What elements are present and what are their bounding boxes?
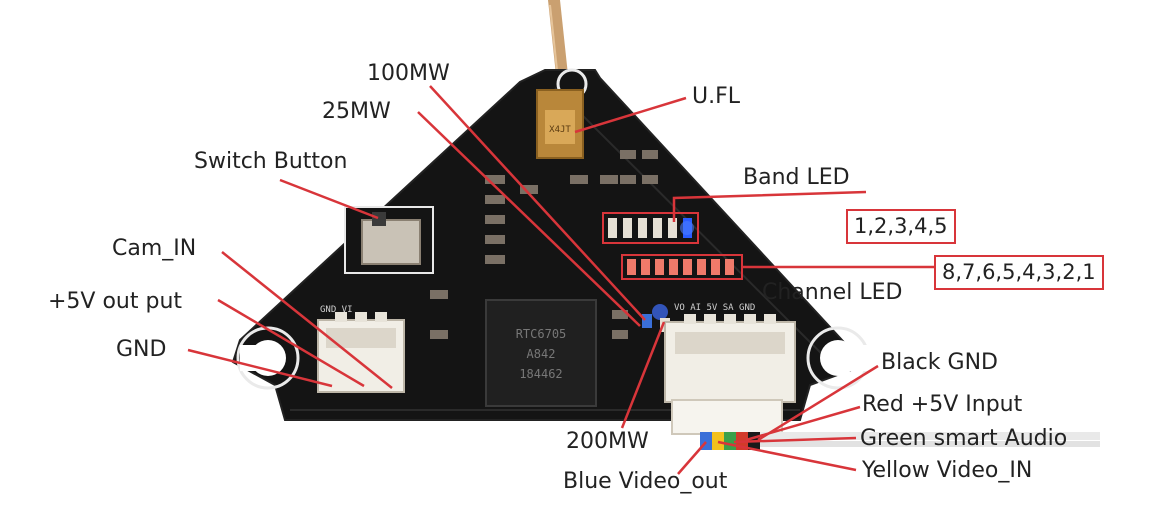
leader-cam-in: [221, 251, 393, 389]
power-video-connector: VO AI 5V SA GND: [664, 303, 796, 435]
left-pin-labels: GND VI: [320, 305, 353, 315]
mounting-hole-right: [806, 326, 870, 390]
ufl-connector: X4JT: [536, 89, 584, 159]
leader-band-led: [672, 190, 867, 222]
label-green-audio: Green smart Audio: [860, 426, 1068, 451]
leader-lines: [187, 85, 936, 475]
band-led-group-box: [602, 212, 699, 244]
label-25mw: 25MW: [322, 99, 391, 124]
chip-text-2: A842: [527, 347, 556, 361]
chip-text-3: 184462: [519, 367, 562, 381]
label-blue-video: Blue Video_out: [563, 469, 728, 494]
label-band-led: Band LED: [743, 165, 850, 190]
smd-components: [430, 150, 658, 339]
channel-led-array: [621, 254, 743, 280]
leader-switch: [279, 178, 379, 220]
leader-yellow-video: [717, 440, 857, 472]
leader-green-audio: [733, 436, 857, 444]
leader-5v-out: [217, 298, 365, 388]
band-values-box: 1,2,3,4,5: [846, 209, 956, 244]
leader-100mw: [429, 85, 646, 321]
leader-200mw: [620, 321, 666, 429]
leader-gnd: [187, 348, 333, 388]
leader-red-5v: [745, 405, 861, 442]
label-red-5v: Red +5V Input: [862, 392, 1023, 417]
label-cam-in: Cam_IN: [112, 236, 197, 261]
leader-blue-video: [677, 441, 707, 475]
chip-text-1: RTC6705: [516, 327, 567, 341]
rtc6705-chip: RTC6705 A842 184462: [485, 299, 597, 407]
cam-in-connector: GND VI: [317, 305, 405, 393]
antenna-cable: [548, 0, 568, 75]
label-yellow-video: Yellow Video_IN: [862, 458, 1033, 483]
leader-black-gnd: [757, 364, 879, 442]
label-channel-led: Channel LED: [762, 280, 903, 305]
label-ufl: U.FL: [692, 84, 741, 109]
band-led-array: [608, 218, 694, 238]
right-pin-labels: VO AI 5V SA GND: [674, 303, 755, 313]
leader-ufl: [574, 96, 687, 134]
label-switch-button: Switch Button: [194, 149, 348, 174]
leader-25mw: [417, 111, 641, 327]
switch-button[interactable]: [344, 206, 434, 274]
label-5v-out: +5V out put: [48, 289, 183, 314]
label-gnd: GND: [116, 337, 167, 362]
label-200mw: 200MW: [566, 429, 649, 454]
label-black-gnd: Black GND: [881, 350, 998, 375]
label-100mw: 100MW: [367, 61, 450, 86]
antenna-mark: X4JT: [549, 125, 571, 135]
channel-values-box: 8,7,6,5,4,3,2,1: [934, 255, 1104, 290]
